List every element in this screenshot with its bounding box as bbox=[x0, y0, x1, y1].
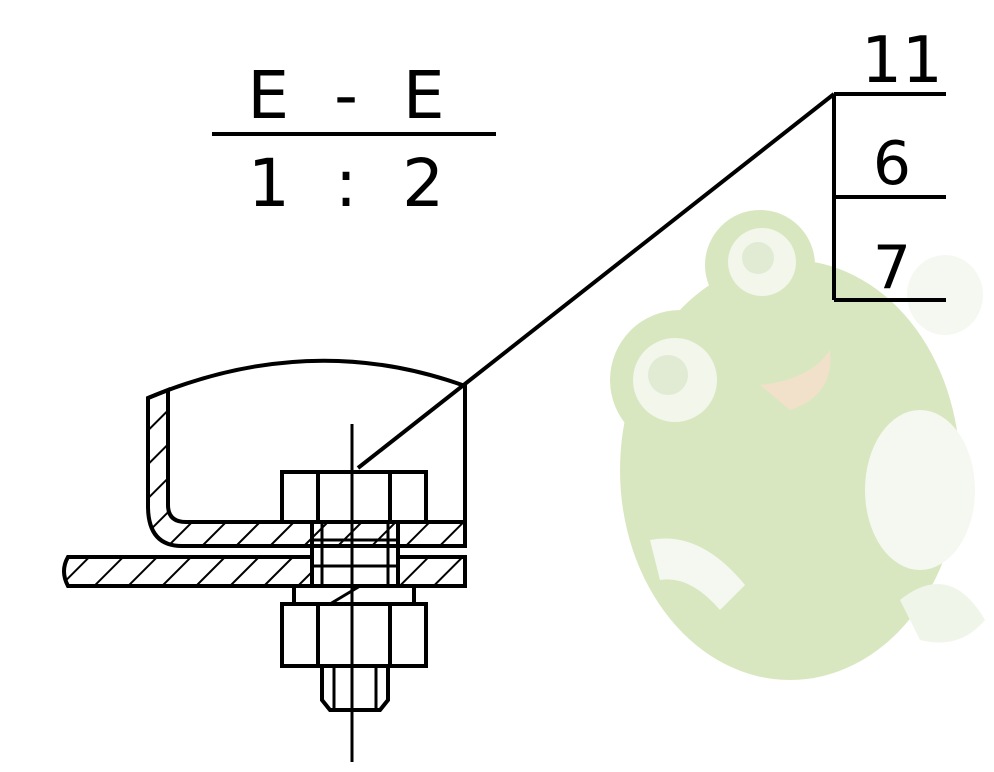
bolt-thread-end bbox=[320, 666, 390, 712]
cover-outline bbox=[147, 358, 467, 546]
bracket-section bbox=[146, 387, 467, 548]
callout-leader: 11 6 7 bbox=[356, 24, 946, 470]
washer bbox=[292, 584, 416, 606]
callout-item-7: 7 bbox=[873, 233, 911, 303]
bolt-head bbox=[280, 470, 428, 588]
section-name: E - E bbox=[247, 57, 456, 134]
section-label: E - E 1 : 2 bbox=[212, 57, 496, 222]
base-plate-section bbox=[62, 555, 467, 588]
callout-item-6: 6 bbox=[873, 129, 911, 199]
frog-mascot-icon bbox=[610, 210, 985, 680]
section-scale: 1 : 2 bbox=[248, 145, 456, 222]
nut bbox=[280, 602, 428, 668]
callout-item-11: 11 bbox=[861, 24, 942, 98]
